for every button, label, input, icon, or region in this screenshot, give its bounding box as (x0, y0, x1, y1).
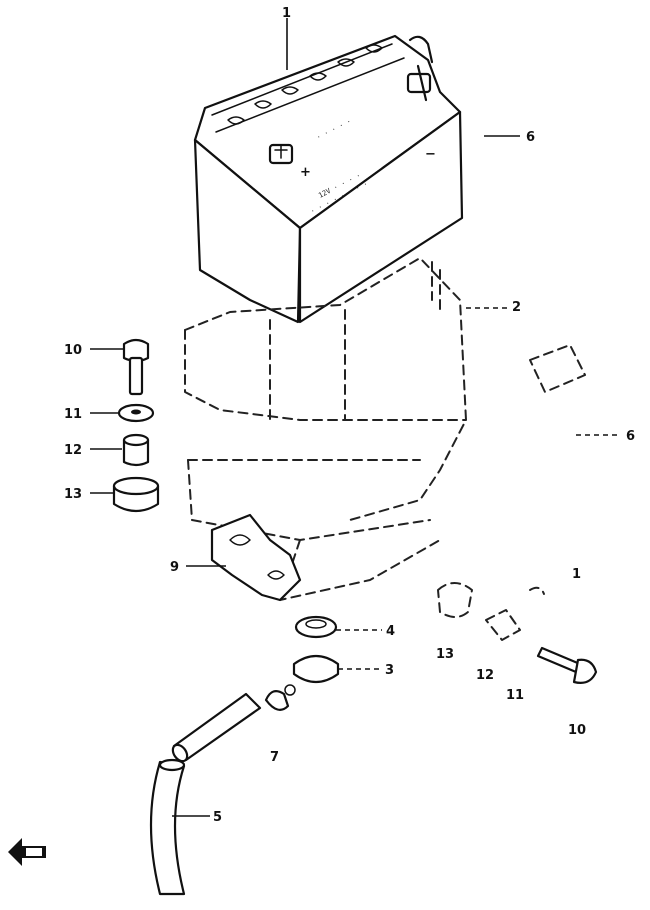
callout-7: 7 (270, 750, 279, 765)
battery-vent-nipple (408, 35, 434, 64)
cushion-right (437, 582, 473, 618)
bolt-right (536, 646, 598, 684)
front-direction-arrow-icon (8, 838, 46, 866)
callout-10-right: 10 (568, 723, 586, 738)
callout-10-left: 10 (64, 343, 82, 358)
battery-terminal-negative (406, 64, 432, 102)
callout-1: 1 (282, 6, 291, 21)
battery-minus-mark: − (425, 147, 436, 162)
battery-terminal-positive (268, 143, 294, 165)
spacer-right (485, 609, 521, 641)
callout-numbers: 1 2 3 4 5 6 6 7 9 10 10 11 11 12 12 13 1… (64, 6, 635, 825)
washer-left (117, 403, 155, 423)
leader-lines (90, 18, 620, 817)
callout-6-top: 6 (526, 130, 535, 145)
spacer-left (122, 433, 150, 467)
battery: 12V · · · · · · · · · · · · · · · · · + … (193, 34, 464, 324)
battery-cell-caps (211, 43, 405, 133)
callout-13-left: 13 (64, 487, 82, 502)
callout-12-right: 12 (476, 668, 494, 683)
case-clip (529, 344, 586, 393)
callout-11-right: 11 (506, 688, 524, 703)
callout-1-right: 1 (572, 567, 581, 582)
callout-4: 4 (386, 624, 395, 639)
breather-hose-upper (171, 692, 262, 763)
callout-9: 9 (170, 560, 179, 575)
callout-11-left: 11 (64, 407, 82, 422)
grommet-4 (294, 615, 338, 639)
bolt-left (122, 338, 150, 396)
breather-hose-lower (149, 758, 186, 896)
washer-right (529, 586, 545, 595)
grommet-3 (292, 654, 340, 684)
callout-13-right: 13 (436, 647, 454, 662)
cushion-left (112, 476, 160, 513)
callout-3: 3 (385, 663, 394, 678)
battery-plus-mark: + (300, 165, 311, 180)
callout-5: 5 (213, 810, 222, 825)
callout-2: 2 (512, 300, 521, 315)
callout-6-right: 6 (626, 429, 635, 444)
hose-clamp-7 (264, 684, 296, 711)
battery-bracket (210, 513, 302, 602)
callout-12-left: 12 (64, 443, 82, 458)
